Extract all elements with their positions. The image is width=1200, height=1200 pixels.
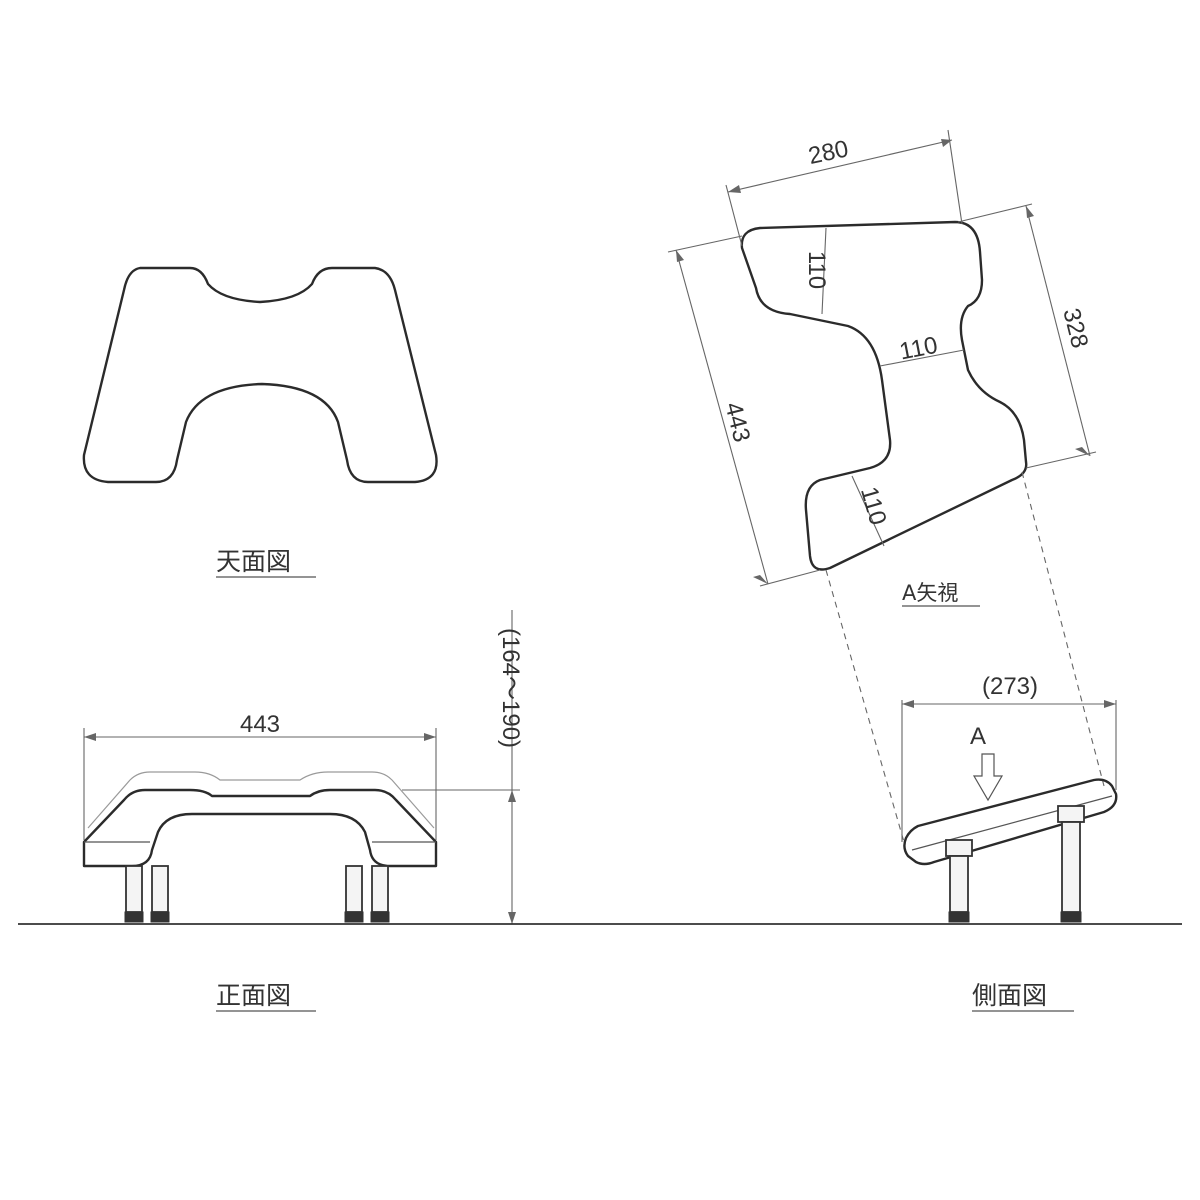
front-seat-outline: [82, 788, 438, 868]
side-leg-rear: [1061, 821, 1081, 913]
front-leg-1: [125, 865, 143, 913]
a-left-length-dimension-line: [675, 249, 769, 585]
front-height-label: (164～190): [497, 628, 524, 748]
side-seat-edge: [911, 795, 1113, 851]
top-view: 天面図: [82, 266, 438, 578]
top-view-outline: [82, 266, 438, 484]
front-foot-3: [344, 911, 364, 923]
a-left-length-label: 443: [719, 399, 755, 444]
a-cutout-upper-dimension-line: [821, 227, 827, 315]
front-foot-2: [150, 911, 170, 923]
a-right-length-label: 328: [1057, 305, 1093, 350]
a-right-ext-bottom: [1025, 451, 1097, 469]
a-view-outline: [740, 220, 1028, 571]
side-view-title: 側面図: [972, 981, 1047, 1010]
front-leg-3: [345, 865, 363, 913]
a-neck-label: 110: [897, 332, 940, 366]
front-foot-4: [370, 911, 390, 923]
front-leg-2: [151, 865, 169, 913]
a-right-length-dimension-line: [1025, 205, 1091, 457]
a-cutout-upper-label: 110: [803, 251, 830, 289]
side-view-direction-arrow: [972, 753, 1004, 802]
front-raised-outline: [87, 771, 435, 829]
projection-line-left: [825, 569, 905, 843]
a-cutout-lower-label: 110: [855, 484, 892, 528]
a-left-ext-bottom: [759, 569, 821, 587]
a-top-width-dimension-line: [727, 139, 953, 193]
side-socket-1: [945, 839, 973, 857]
front-width-label: 443: [240, 711, 280, 738]
a-top-ext-right: [947, 129, 963, 225]
top-view-title: 天面図: [216, 547, 291, 576]
a-left-ext-top: [667, 235, 743, 253]
a-view: 280 328 443 110 110 110 A矢視: [667, 129, 1097, 607]
side-foot-front: [948, 911, 970, 923]
projection-line-right: [1021, 471, 1105, 787]
front-view: 443 (164～190) 正面図: [82, 610, 524, 1012]
side-socket-2: [1057, 805, 1085, 823]
a-view-title: A矢視: [902, 581, 958, 605]
front-leg-4: [371, 865, 389, 913]
side-foot-rear: [1060, 911, 1082, 923]
side-leg-front: [949, 855, 969, 913]
a-top-ext-left: [725, 184, 743, 247]
a-right-ext-top: [957, 203, 1033, 223]
side-view: (273) A 側面図: [901, 673, 1118, 1012]
front-view-title: 正面図: [216, 981, 291, 1010]
side-depth-label: (273): [982, 673, 1038, 700]
front-foot-1: [124, 911, 144, 923]
a-cutout-lower-dimension-line: [851, 475, 885, 547]
a-neck-dimension-line: [879, 349, 965, 367]
side-arrow-a-label: A: [970, 723, 986, 750]
side-seat-outline: [903, 778, 1118, 866]
